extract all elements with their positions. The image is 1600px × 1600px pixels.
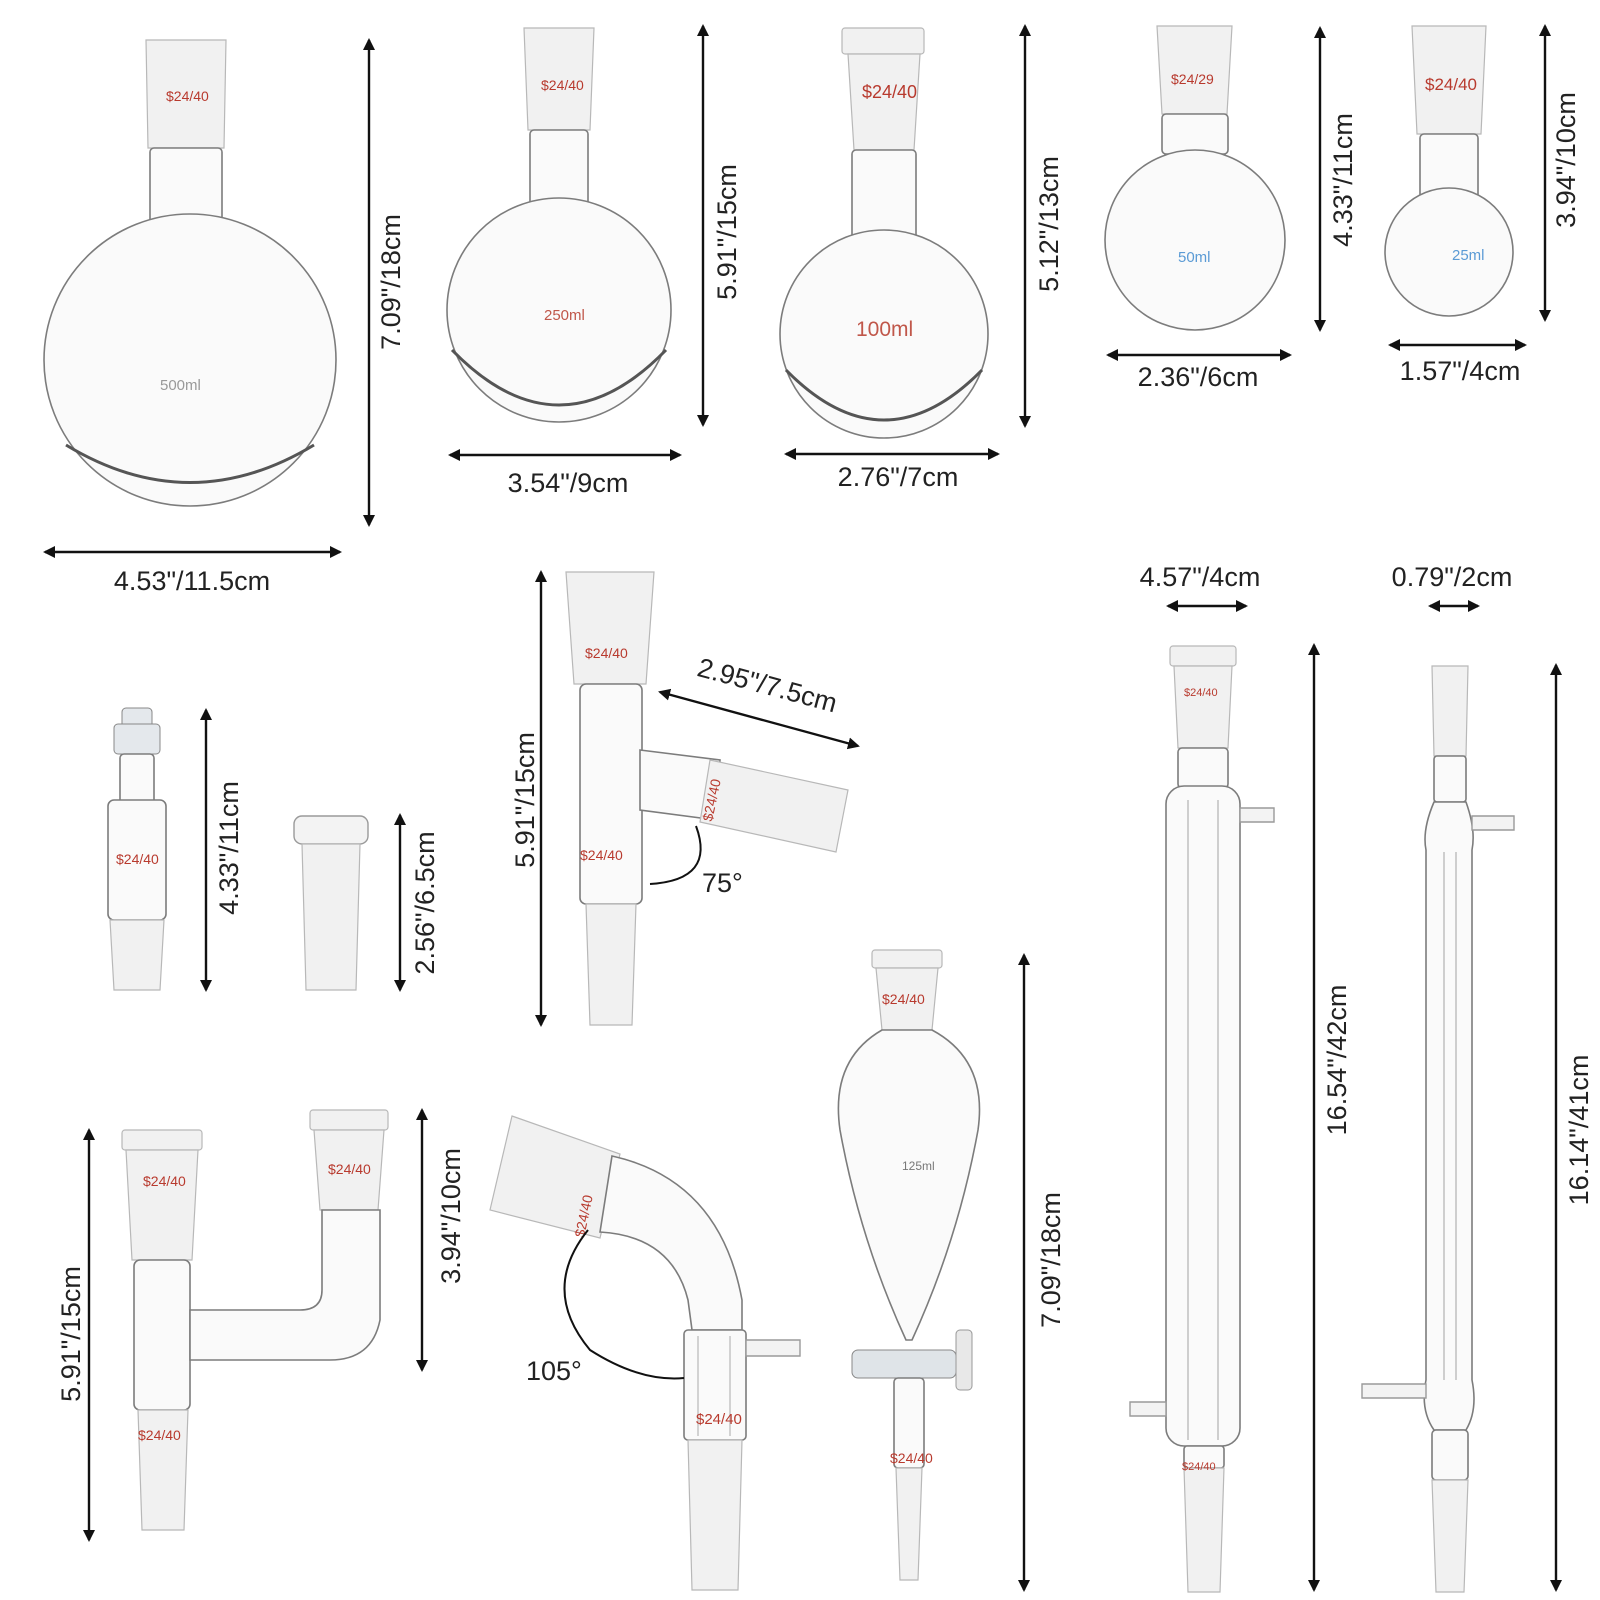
volume-label: 250ml bbox=[544, 307, 585, 324]
adapter-with-cap: $24/40 bbox=[107, 707, 167, 991]
flask500-height-label: 7.09"/18cm bbox=[376, 214, 406, 350]
distill-head-height-label: 5.91"/15cm bbox=[510, 732, 540, 868]
joint-label: $24/40 bbox=[890, 1450, 933, 1466]
liebig-condenser: $24/40 $24/40 bbox=[1129, 645, 1275, 1593]
glass-stopper bbox=[293, 815, 369, 991]
joint-label: $24/40 bbox=[585, 645, 628, 661]
stopper-height-label: 2.56"/6.5cm bbox=[410, 831, 440, 974]
bent-adapter-angle-label: 105° bbox=[526, 1356, 582, 1386]
flask100-height-label: 5.12"/13cm bbox=[1034, 156, 1064, 292]
joint-label: $24/29 bbox=[1171, 71, 1214, 87]
volume-label: 25ml bbox=[1452, 247, 1485, 264]
volume-label: 50ml bbox=[1178, 249, 1211, 266]
claisen-height-right-label: 3.94"/10cm bbox=[436, 1148, 466, 1284]
volume-label: 500ml bbox=[160, 377, 201, 394]
liebig-width-label: 4.57"/4cm bbox=[1140, 562, 1261, 592]
joint-label: $24/40 bbox=[862, 82, 917, 102]
flask100-width-label: 2.76"/7cm bbox=[838, 462, 959, 492]
claisen-height-left-label: 5.91"/15cm bbox=[56, 1266, 86, 1402]
flask-50ml: $24/29 50ml bbox=[1104, 25, 1286, 331]
allihn-height-label: 16.14"/41cm bbox=[1564, 1055, 1594, 1206]
flask50-width-label: 2.36"/6cm bbox=[1138, 362, 1259, 392]
flask25-width-label: 1.57"/4cm bbox=[1400, 356, 1521, 386]
flask-250ml: $24/40 250ml bbox=[446, 27, 672, 423]
thin-condenser bbox=[1361, 665, 1515, 1593]
joint-label: $24/40 bbox=[580, 847, 623, 863]
joint-label: $24/40 bbox=[138, 1427, 181, 1443]
flask-25ml: $24/40 25ml bbox=[1384, 25, 1514, 317]
arm-length-arrow bbox=[658, 688, 860, 750]
flask25-height-label: 3.94"/10cm bbox=[1551, 92, 1581, 228]
flask-100ml: $24/40 100ml bbox=[779, 27, 989, 439]
joint-label: $24/40 bbox=[541, 77, 584, 93]
flask250-height-label: 5.91"/15cm bbox=[712, 164, 742, 300]
distill-head-angle-label: 75° bbox=[702, 868, 743, 898]
allihn-width-label: 0.79"/2cm bbox=[1392, 562, 1513, 592]
funnel-height-label: 7.09"/18cm bbox=[1036, 1192, 1066, 1328]
distillation-head: $24/40 $24/40 $24/40 bbox=[565, 571, 849, 1026]
bent-vacuum-adapter: $24/40 $24/40 bbox=[489, 1115, 801, 1591]
volume-label: 100ml bbox=[856, 318, 913, 341]
claisen-adapter: $24/40 $24/40 $24/40 bbox=[121, 1109, 389, 1531]
flask250-width-label: 3.54"/9cm bbox=[508, 468, 629, 498]
liebig-height-label: 16.54"/42cm bbox=[1322, 985, 1352, 1136]
joint-label: $24/40 bbox=[143, 1173, 186, 1189]
joint-label: $24/40 bbox=[116, 851, 159, 867]
flask-500ml: $24/40 500ml bbox=[43, 39, 337, 507]
joint-label: $24/40 bbox=[1184, 687, 1218, 699]
separatory-funnel: 125ml $24/40 $24/40 bbox=[837, 949, 981, 1581]
flask500-width-label: 4.53"/11.5cm bbox=[114, 566, 270, 596]
angle-arc bbox=[563, 1229, 685, 1380]
volume-label: 125ml bbox=[902, 1159, 935, 1173]
joint-label: $24/40 bbox=[328, 1161, 371, 1177]
adapter-height-label: 4.33"/11cm bbox=[214, 781, 244, 915]
joint-label: $24/40 bbox=[882, 991, 925, 1007]
flask50-height-label: 4.33"/11cm bbox=[1328, 113, 1358, 247]
joint-label: $24/40 bbox=[696, 1411, 742, 1428]
joint-label: $24/40 bbox=[1182, 1461, 1216, 1473]
joint-label: $24/40 bbox=[166, 88, 209, 104]
angle-arc bbox=[649, 825, 702, 885]
joint-label: $24/40 bbox=[1425, 75, 1477, 94]
